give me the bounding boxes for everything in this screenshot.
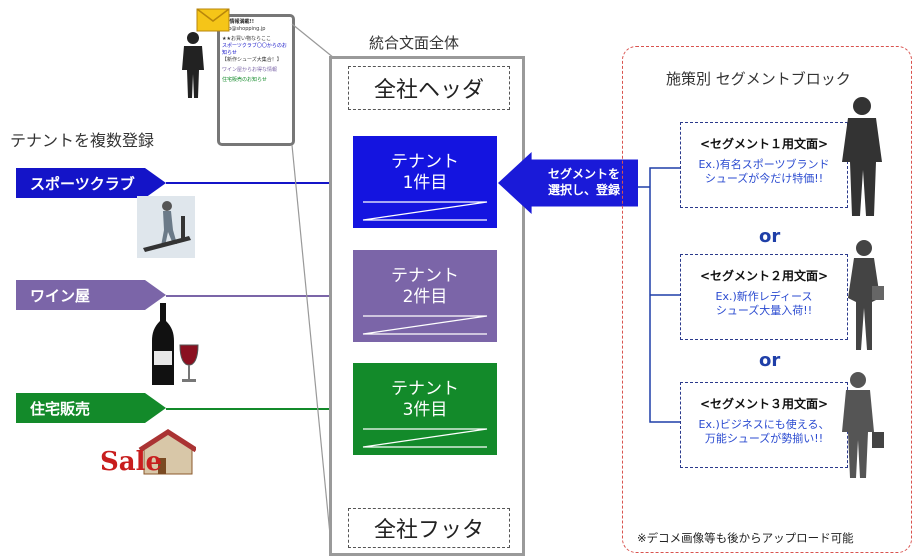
treadmill-photo-icon <box>137 196 195 258</box>
segment-line: Ex.)有名スポーツブランド <box>698 158 830 171</box>
or-label: or <box>759 350 781 371</box>
right-title: 施策別 セグメントブロック <box>666 70 851 88</box>
company-footer: 全社フッタ <box>348 508 510 548</box>
woman-silhouette-icon <box>848 240 884 350</box>
arrow-label-line2: 選択し、登録 <box>547 183 620 197</box>
arrow-label-line1: セグメントを <box>547 167 620 181</box>
zigzag-line-icon <box>362 201 488 221</box>
tenant-box-2: テナント 2件目 <box>353 250 497 342</box>
wine-bottle-icon <box>152 303 199 385</box>
segment-box-2: <セグメント２用文面> Ex.)新作レディース シューズ大量入荷!! <box>680 254 848 340</box>
phone-line: ★★お買い物ならここ <box>222 36 271 42</box>
phone-perspective-line <box>291 23 335 59</box>
segment-box-1: <セグメント１用文面> Ex.)有名スポーツブランド シューズが今だけ特価!! <box>680 122 848 208</box>
tenant-tag-housing: 住宅販売 <box>16 393 166 423</box>
phone-line: 【新作シューズ大集合！】 <box>222 57 282 63</box>
segment-select-arrow <box>498 152 638 214</box>
segment-header: <セグメント２用文面> <box>699 269 829 283</box>
or-label: or <box>759 226 781 247</box>
tenant-tag-label: ワイン屋 <box>30 286 91 305</box>
phone-line: ワイン屋からお得な情報 <box>222 67 278 73</box>
tenant-box-1: テナント 1件目 <box>353 136 497 228</box>
tenant-box-count: 3件目 <box>402 400 448 420</box>
segment-header: <セグメント１用文面> <box>699 137 829 151</box>
house-sale-icon: Sale <box>100 429 196 477</box>
segment-line: シューズが今だけ特価!! <box>704 172 824 185</box>
phone-line: スポーツクラブ〇〇からのお知らせ <box>222 43 287 56</box>
left-title: テナントを複数登録 <box>10 131 155 150</box>
sale-text: Sale <box>100 447 162 477</box>
segment-header: <セグメント３用文面> <box>699 397 829 411</box>
upload-note: ※デコメ画像等も後からアップロード可能 <box>637 531 854 545</box>
segment-line: シューズ大量入荷!! <box>715 304 813 317</box>
tenant-box-count: 2件目 <box>402 287 448 307</box>
phone-line: 住宅販売のお知らせ <box>222 77 267 83</box>
tenant-box-label: テナント <box>391 379 459 399</box>
envelope-icon <box>196 8 230 32</box>
segment-line: 万能シューズが勢揃い!! <box>704 432 824 445</box>
man-silhouette-icon <box>842 97 882 216</box>
tenant-tag-wine: ワイン屋 <box>16 280 166 310</box>
tenant-tag-label: 住宅販売 <box>30 399 91 418</box>
zigzag-line-icon <box>362 315 488 335</box>
phone-mockup: ｽﾄﾗ情報満載!! info@shopping.jp ★★お買い物ならここ スポ… <box>217 14 295 146</box>
center-title: 統合文面全体 <box>369 34 460 52</box>
segment-bracket <box>649 167 680 423</box>
phone-perspective-line <box>291 144 333 556</box>
company-header: 全社ヘッダ <box>348 66 510 110</box>
zigzag-line-icon <box>362 428 488 448</box>
segment-block-region <box>622 46 912 553</box>
businessman-silhouette-icon <box>842 372 884 478</box>
tenant-tag-label: スポーツクラブ <box>30 174 135 193</box>
segment-line: Ex.)新作レディース <box>715 290 813 303</box>
tenant-box-label: テナント <box>391 152 459 172</box>
phone-line: info@shopping.jp <box>222 26 266 32</box>
tenant-box-3: テナント 3件目 <box>353 363 497 455</box>
tenant-box-count: 1件目 <box>402 173 448 193</box>
phone-line: ｽﾄﾗ情報満載!! <box>222 19 255 25</box>
person-silhouette-icon <box>182 32 204 98</box>
segment-select-arrow-label: セグメントを 選択し、登録 <box>534 166 634 198</box>
segment-box-3: <セグメント３用文面> Ex.)ビジネスにも使える、 万能シューズが勢揃い!! <box>680 382 848 468</box>
segment-line: Ex.)ビジネスにも使える、 <box>698 418 830 431</box>
tenant-box-label: テナント <box>391 266 459 286</box>
tenant-tag-sports: スポーツクラブ <box>16 168 166 198</box>
